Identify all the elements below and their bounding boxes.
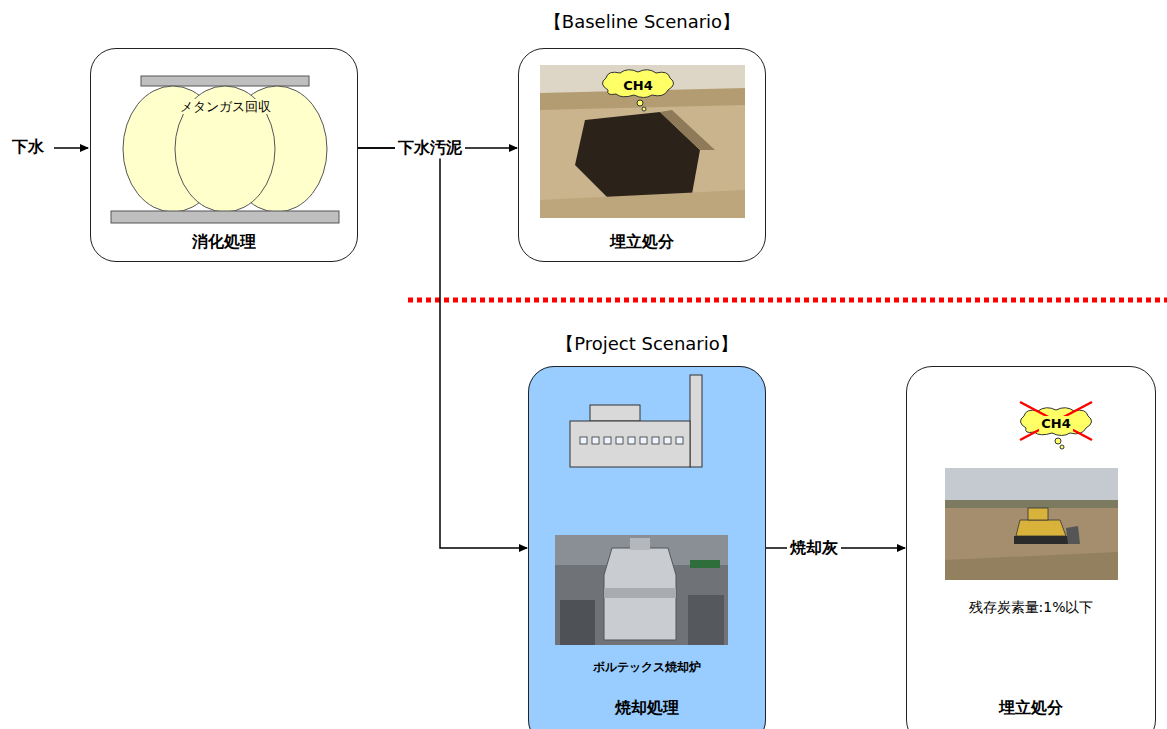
text-slot: 【Project Scenario】 [469,333,825,355]
node-text: 焼却処理 [615,698,679,717]
node-text: 埋立処分 [610,232,674,251]
bulldozer-photo [945,468,1118,580]
node-text: 埋立処分 [999,698,1063,717]
scenario-box: 【Baseline Scenario】埋立処分CH4 [518,48,766,262]
scenario-heading: 【Baseline Scenario】 [544,11,740,32]
factory-icon [570,375,702,467]
text-slot: 埋立処分 [519,232,765,251]
gas-cloud: CH4 [598,68,678,113]
gas-cloud: CH4 [1016,406,1096,451]
project-box-fill [528,366,766,729]
scenario-box: 【Project Scenario】ボルテックス焼却炉焼却処理 [528,366,766,729]
flow-label: 下水汚泥 [395,138,465,159]
text-slot: 【Baseline Scenario】 [459,11,825,33]
flow-arrow [358,148,527,548]
node-text: ボルテックス焼却炉 [593,660,701,674]
flow-label: 下水 [12,137,44,158]
process-box: 消化処理 メタンガス回収 [90,48,358,262]
scenario-heading: 【Project Scenario】 [556,333,738,354]
digester-tank: メタンガス回収 [111,76,339,223]
inflow-arrow [54,147,88,149]
scenario-divider [408,298,1167,303]
node-text: 残存炭素量:1%以下 [969,599,1094,615]
text-slot: CH4 [598,75,678,94]
text-slot: 焼却処理 [529,698,765,717]
text-slot: CH4 [1016,413,1096,432]
landfill-photo [540,65,745,218]
text-slot: 埋立処分 [907,698,1155,717]
text-slot: 消化処理 [91,232,357,251]
node-text: メタンガス回収 [178,99,273,114]
process-box: 残存炭素量:1%以下埋立処分 CH4 [906,366,1156,729]
text-slot: ボルテックス焼却炉 [529,656,765,675]
node-text: CH4 [623,78,652,93]
node-text: 消化処理 [192,232,256,251]
incinerator-photo [555,535,728,645]
text-slot: メタンガス回収 [111,96,339,115]
node-text: CH4 [1039,416,1072,431]
text-slot: 残存炭素量:1%以下 [907,597,1155,616]
flow-label: 焼却灰 [787,538,841,559]
